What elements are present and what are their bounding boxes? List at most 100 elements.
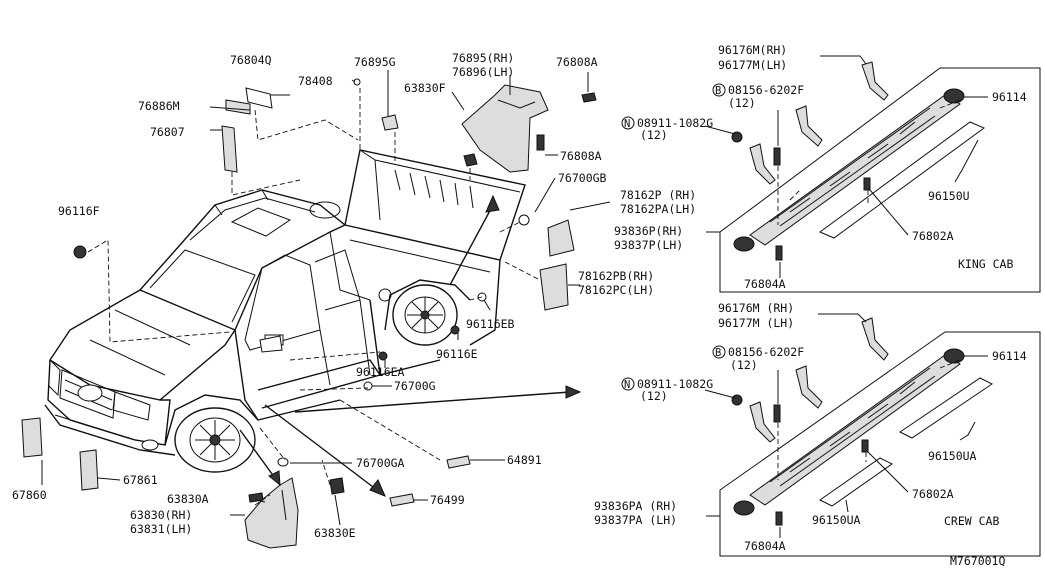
bracket-cc-mid-part — [795, 365, 823, 409]
grommet-76700ga-part — [277, 457, 289, 467]
label-96116e: 96116E — [436, 347, 478, 361]
crew-cab-inset: 96176M (RH) 96177M (LH) B 08156-6202F (1… — [594, 301, 1041, 557]
seal-76499-part — [389, 493, 415, 507]
label-78162pc: 78162PC(LH) — [578, 283, 654, 297]
cc-label-93837pa: 93837PA (LH) — [594, 513, 677, 527]
label-76886m: 76886M — [138, 99, 180, 113]
cc-bolt-mark: B — [715, 347, 721, 359]
left-parts — [21, 78, 597, 549]
label-67861: 67861 — [123, 473, 158, 487]
cc-nut-mark: N — [624, 379, 630, 391]
insulator-67861-part — [79, 449, 99, 491]
grommet-76700gb-part — [518, 214, 530, 226]
kc-label-bolt: 08156-6202F — [728, 83, 804, 97]
label-76499: 76499 — [430, 493, 465, 507]
cc-label-nut: 08911-1082G — [637, 377, 713, 391]
label-63830a: 63830A — [167, 492, 209, 506]
mud-guard-front-part — [244, 477, 299, 549]
pad-96150u-part — [818, 121, 986, 239]
cc-label-nut-qty: (12) — [640, 389, 668, 403]
label-96116ea: 96116EA — [356, 365, 405, 379]
king-cab-inset: 96176M(RH) 96177M(LH) B 08156-6202F (12)… — [614, 43, 1041, 293]
label-67860: 67860 — [12, 488, 47, 502]
cc-label-96150ua-rear: 96150UA — [928, 449, 977, 463]
cap-kc-front-part — [733, 236, 755, 252]
insulator-67860-part — [21, 417, 43, 458]
screw-76808a-top-icon — [581, 92, 597, 103]
seal-64891-part — [446, 455, 471, 469]
cc-label-96176m: 96176M (RH) — [718, 301, 794, 315]
label-76700gb: 76700GB — [558, 171, 607, 185]
crew-cab-frame — [719, 331, 1041, 557]
label-76808a-top: 76808A — [556, 55, 598, 69]
direction-arrows — [239, 194, 582, 497]
label-96116f: 96116F — [58, 204, 100, 218]
step-rail-kc-part — [749, 94, 961, 246]
pad-96150ua-front-part — [819, 457, 893, 507]
cc-label-96114: 96114 — [992, 349, 1027, 363]
label-78162pb: 78162PB(RH) — [578, 269, 654, 283]
clip-96116f-part — [73, 245, 87, 259]
screw-76808a-mid-icon — [536, 134, 545, 151]
grommet-76700g-part — [363, 381, 373, 391]
left-labels: 76804Q 76886M 76807 78408 76895G 63830F … — [12, 51, 696, 540]
label-63831: 63831(LH) — [130, 522, 192, 536]
bracket-cc-right-part — [861, 317, 889, 361]
clip-76895g-part — [381, 114, 399, 131]
label-76807: 76807 — [150, 125, 185, 139]
kc-label-96177m: 96177M(LH) — [718, 58, 787, 72]
clip-63830f-part — [463, 153, 478, 167]
cc-label-76804a: 76804A — [744, 539, 786, 553]
cc-label-96177m: 96177M (LH) — [718, 316, 794, 330]
kc-label-nut: 08911-1082G — [637, 116, 713, 130]
kc-label-76804a: 76804A — [744, 277, 786, 291]
protector-76807-part — [221, 125, 238, 173]
kc-label-93836p: 93836P(RH) — [614, 224, 683, 238]
kc-label-96176m: 96176M(RH) — [718, 43, 787, 57]
pad-96150ua-rear-part — [899, 377, 993, 439]
cap-cc-96114-part — [943, 348, 965, 364]
cap-cc-front-part — [733, 500, 755, 516]
tape-76886m-part — [225, 99, 251, 115]
bracket-kc-left-part — [749, 143, 776, 185]
label-76700ga: 76700GA — [356, 456, 405, 470]
cap-96114-part — [943, 88, 965, 104]
cc-title: CREW CAB — [944, 514, 999, 528]
label-96116eb: 96116EB — [466, 317, 515, 331]
label-78162p: 78162P (RH) — [620, 188, 696, 202]
emblem-76804q-part — [245, 87, 273, 109]
cc-label-93836pa: 93836PA (RH) — [594, 499, 677, 513]
kc-title: KING CAB — [958, 257, 1013, 271]
pickup-truck-illustration — [44, 149, 526, 473]
diagram-code: M767001Q — [950, 554, 1005, 568]
cc-label-bolt-qty: (12) — [730, 358, 758, 372]
label-76808a-mid: 76808A — [560, 149, 602, 163]
leader-lines — [41, 70, 611, 526]
label-76804q: 76804Q — [230, 53, 272, 67]
cover-78162p-part — [547, 219, 575, 257]
bracket-kc-mid-part — [795, 105, 823, 147]
clip-63830e-part — [329, 477, 345, 495]
bracket-cc-left-part — [749, 401, 776, 443]
label-64891: 64891 — [507, 453, 542, 467]
kc-label-93837p: 93837P(LH) — [614, 238, 683, 252]
step-rail-cc-part — [749, 354, 961, 506]
clip-96116e-part — [450, 325, 460, 335]
cc-label-bolt: 08156-6202F — [728, 345, 804, 359]
king-cab-frame — [719, 67, 1041, 293]
cc-label-76802a: 76802A — [912, 487, 954, 501]
kc-label-bolt-qty: (12) — [728, 96, 756, 110]
label-76895g: 76895G — [354, 55, 396, 69]
kc-bolt-mark: B — [715, 85, 721, 97]
label-78408: 78408 — [298, 74, 333, 88]
part-78408-icon — [353, 78, 361, 86]
cc-label-96150ua-front: 96150UA — [812, 513, 861, 527]
label-78162pa: 78162PA(LH) — [620, 202, 696, 216]
label-63830e: 63830E — [314, 526, 356, 540]
label-76896: 76896(LH) — [452, 65, 514, 79]
cover-78162pb-part — [539, 263, 569, 311]
label-76895: 76895(RH) — [452, 51, 514, 65]
kc-label-96114: 96114 — [992, 90, 1027, 104]
mud-guard-rear-part — [461, 84, 549, 173]
kc-label-76802a: 76802A — [912, 229, 954, 243]
